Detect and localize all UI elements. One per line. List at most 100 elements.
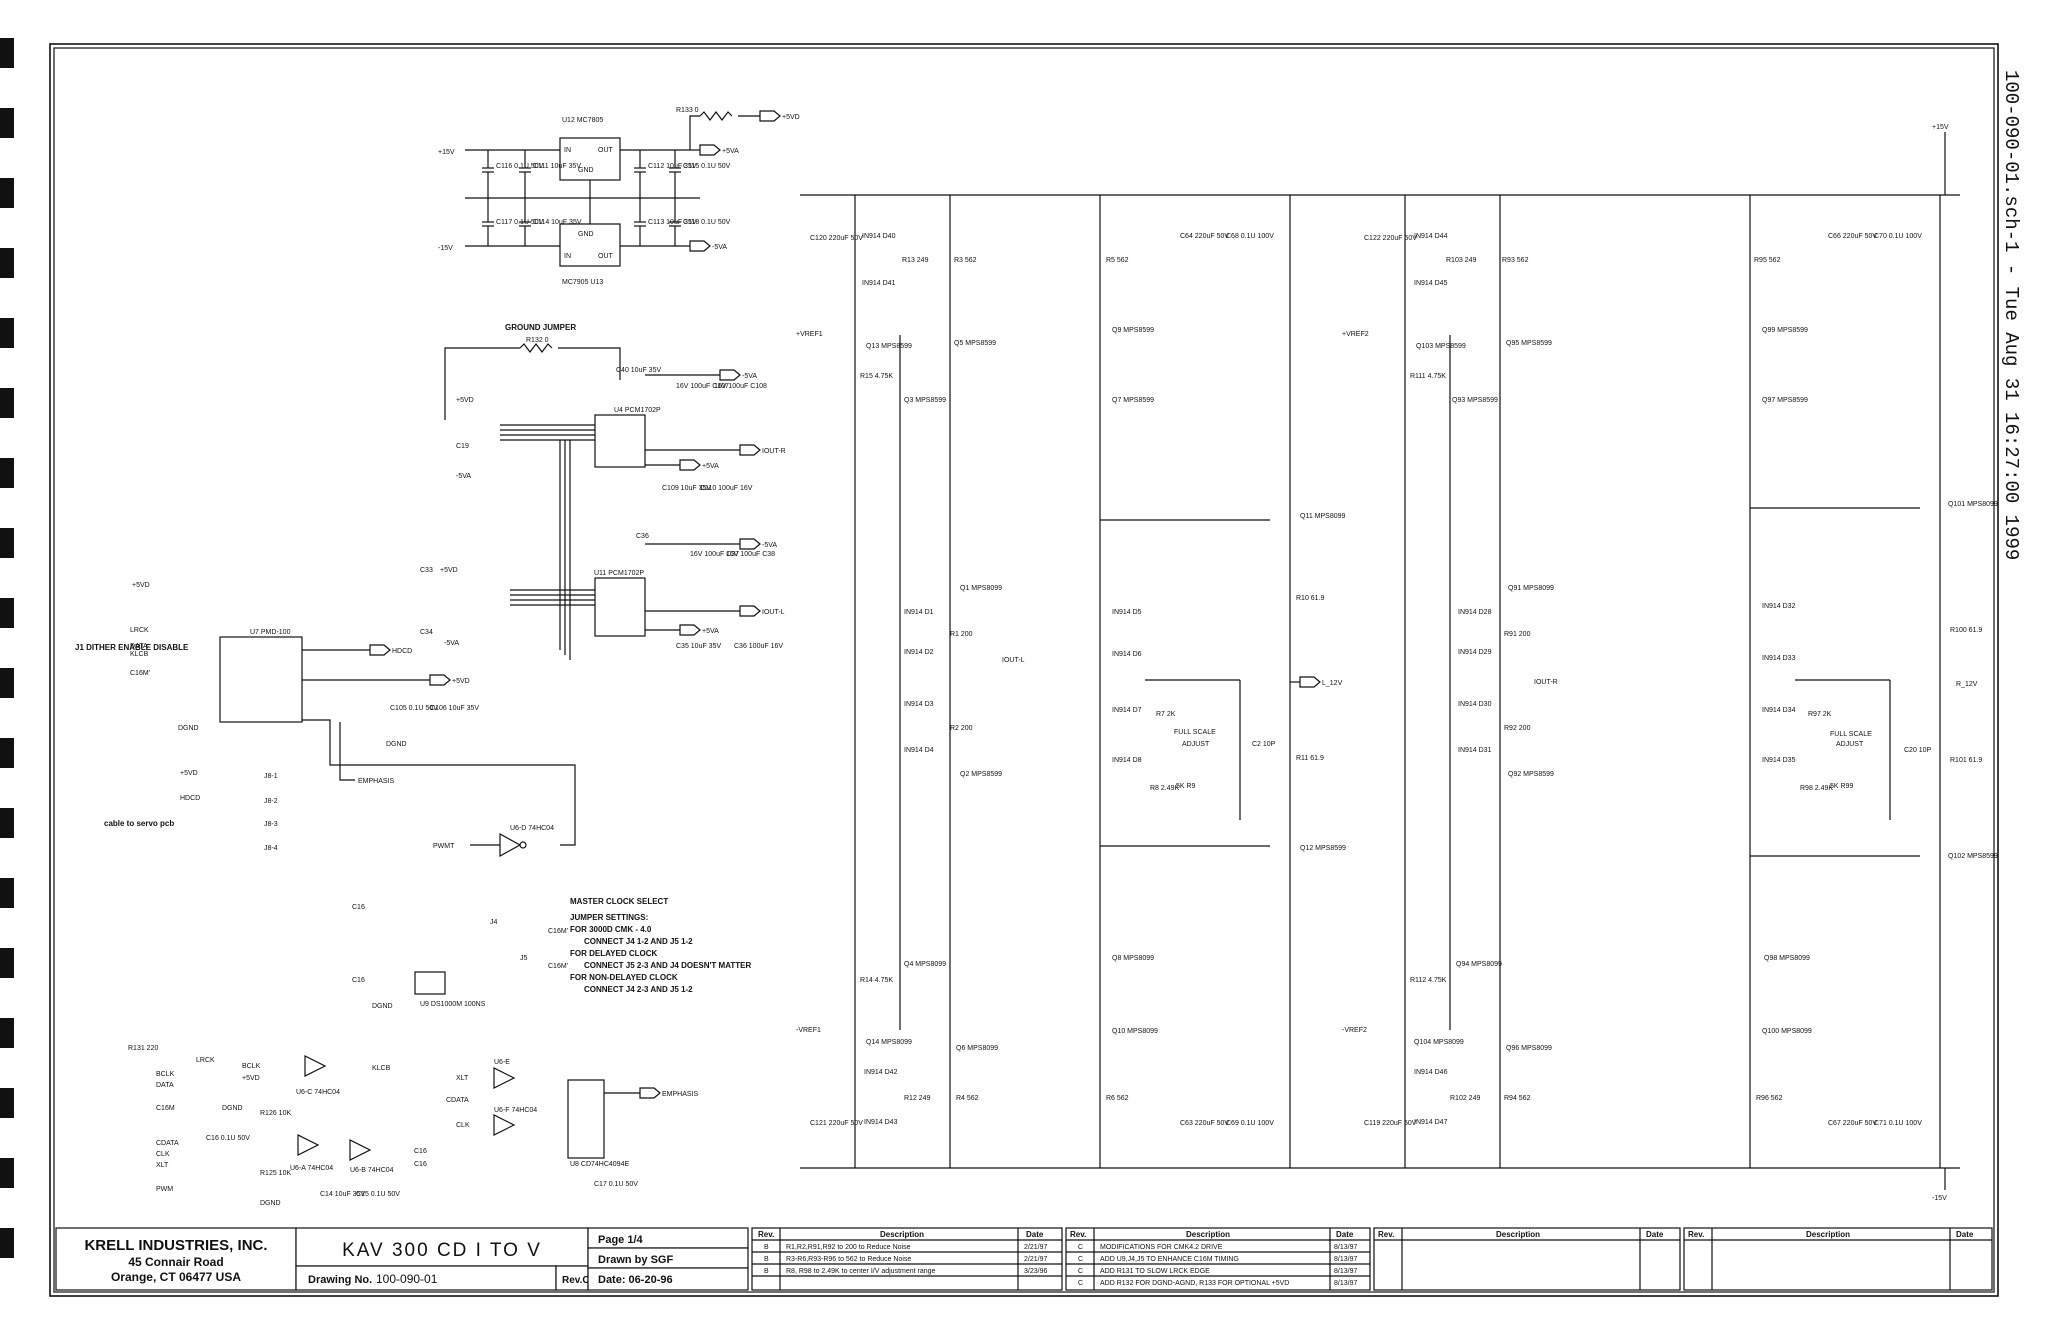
r102-label: R102 249 <box>1450 1095 1480 1102</box>
regulator-section: U12 MC7805 IN OUT GND MC7905 U13 GND IN … <box>438 107 800 286</box>
r132-label: R132 0 <box>526 337 549 344</box>
binder-hole <box>0 1228 14 1258</box>
r112-label: R112 4.75K <box>1410 977 1447 984</box>
binder-hole <box>0 318 14 348</box>
iout-l-in: IOUT-L <box>1002 657 1025 664</box>
c36b-label: C36 100uF 16V <box>734 643 783 650</box>
j4-label: J4 <box>490 919 498 926</box>
u13-label: MC7905 U13 <box>562 279 603 286</box>
q14-label: Q14 MPS8099 <box>866 1039 912 1046</box>
binder-hole <box>0 878 14 908</box>
rev1-row2-desc: R8, R98 to 2.49K to center I/V adjustmen… <box>786 1268 936 1275</box>
q2-label: Q2 MPS8599 <box>960 771 1002 778</box>
c107-label: 16V 100uF C107 <box>676 383 729 390</box>
c15-label: C15 0.1U 50V <box>356 1191 400 1198</box>
xlt-j6: XLT <box>156 1162 169 1169</box>
p5vd-j8: +5VD <box>180 770 198 777</box>
r7-label: R7 2K <box>1156 711 1176 718</box>
binder-hole <box>0 668 14 698</box>
hdcd-pmd: HDCD <box>392 648 412 655</box>
pwm-j6: PWM <box>156 1186 173 1193</box>
svg-text:IN: IN <box>564 253 571 260</box>
d40-label: IN914 D40 <box>862 233 896 240</box>
rev2-row2-rev: C <box>1078 1268 1083 1275</box>
clk-j6: CLK <box>156 1151 170 1158</box>
company-name: KRELL INDUSTRIES, INC. <box>84 1237 267 1254</box>
q92-label: Q92 MPS8599 <box>1508 771 1554 778</box>
analog-right-channel: +VREF2 -VREF2 C122 220uF 50V C119 220uF … <box>1342 195 1998 1168</box>
d44-label: IN914 D44 <box>1414 233 1448 240</box>
u6f-label: U6-F 74HC04 <box>494 1107 537 1114</box>
dgnd-pmd: DGND <box>178 725 199 732</box>
notes-line-4: CONNECT J5 2-3 AND J4 DOESN'T MATTER <box>584 961 751 970</box>
d3-label: IN914 D3 <box>904 701 934 708</box>
r10-label: R10 61.9 <box>1296 595 1325 602</box>
vref1m-label: -VREF1 <box>796 1027 821 1034</box>
u9-label: U9 DS1000M 100NS <box>420 1001 486 1008</box>
company-address2: Orange, CT 06477 USA <box>111 1270 241 1284</box>
c63-label: C63 220uF 50V <box>1180 1120 1229 1127</box>
notes-line-6: CONNECT J4 2-3 AND J5 1-2 <box>584 985 693 994</box>
c69-label: C69 0.1U 100V <box>1226 1120 1274 1127</box>
r12-label: R12 249 <box>904 1095 931 1102</box>
r133-label: R133 0 <box>676 107 699 114</box>
q6-label: Q6 MPS8099 <box>956 1045 998 1052</box>
drawn-by: Drawn by SGF <box>598 1254 673 1266</box>
revision-table-1: Rev. Description Date B R1,R2,R91,R92 to… <box>751 1227 1063 1291</box>
c16-clk: C16 <box>352 904 365 911</box>
j8-1-label: J8-1 <box>264 773 278 780</box>
inverter-u6d <box>499 832 522 858</box>
c64-label: C64 220uF 50V <box>1180 233 1229 240</box>
c114-label: C114 10uF 35V <box>533 219 582 226</box>
q9-label: Q9 MPS8599 <box>1112 327 1154 334</box>
u12-label: U12 MC7805 <box>562 117 603 124</box>
c108-label: 16V 100uF C108 <box>714 383 767 390</box>
m5va-c34: -5VA <box>444 640 459 647</box>
vref2m-label: -VREF2 <box>1342 1027 1367 1034</box>
dgnd-logic2: DGND <box>260 1200 281 1207</box>
binder-hole <box>0 38 14 68</box>
pwmt-label: PWMT <box>433 843 455 850</box>
q96-label: Q96 MPS8099 <box>1506 1045 1552 1052</box>
q101-label: Q101 MPS8099 <box>1948 501 1998 508</box>
c67-label: C67 220uF 50V <box>1828 1120 1877 1127</box>
c16-logic: C16 0.1U 50V <box>206 1135 250 1142</box>
rev1-row1-date: 2/21/97 <box>1024 1256 1047 1263</box>
rev1-row2-rev: B <box>764 1268 769 1275</box>
c68-label: C68 0.1U 100V <box>1226 233 1274 240</box>
q95-label: Q95 MPS8599 <box>1506 340 1552 347</box>
r91-label: R91 200 <box>1504 631 1531 638</box>
q4-label: Q4 MPS8099 <box>904 961 946 968</box>
svg-text:OUT: OUT <box>598 253 614 260</box>
r131-label: R131 220 <box>128 1045 158 1052</box>
page-label: Page 1/4 <box>598 1234 644 1246</box>
p5vd-inv: +5VD <box>242 1075 260 1082</box>
d33-label: IN914 D33 <box>1762 655 1796 662</box>
c35-label: C35 10uF 35V <box>676 643 721 650</box>
m5va-top: -5VA <box>712 244 727 251</box>
r13-label: R13 249 <box>902 257 929 264</box>
cable-note: cable to servo pcb <box>104 819 174 828</box>
rev1-row0-rev: B <box>764 1244 769 1251</box>
r93-label: R93 562 <box>1502 257 1529 264</box>
full-scale-l2: ADJUST <box>1182 741 1210 748</box>
binder-hole <box>0 1088 14 1118</box>
notes-line-5: FOR NON-DELAYED CLOCK <box>570 973 678 982</box>
u4-label: U4 PCM1702P <box>614 407 661 414</box>
bclk-j6: BCLK <box>156 1071 175 1078</box>
delay-u9 <box>414 971 446 995</box>
rev-header-2: Rev. <box>1070 1230 1086 1239</box>
c105-label: C105 0.1U 50V <box>390 705 438 712</box>
c121-label: C121 220uF 50V <box>810 1120 863 1127</box>
p15-reg: +15V <box>438 149 455 156</box>
rev-letter: Rev.C <box>562 1275 590 1286</box>
q1-label: Q1 MPS8099 <box>960 585 1002 592</box>
dgnd-u9: DGND <box>372 1003 393 1010</box>
dgnd-c105: DGND <box>386 741 407 748</box>
binder-hole <box>0 248 14 278</box>
p5vd-u4: +5VD <box>456 397 474 404</box>
p5va-top: +5VA <box>722 148 739 155</box>
sheet-inner-border <box>53 47 1995 1293</box>
